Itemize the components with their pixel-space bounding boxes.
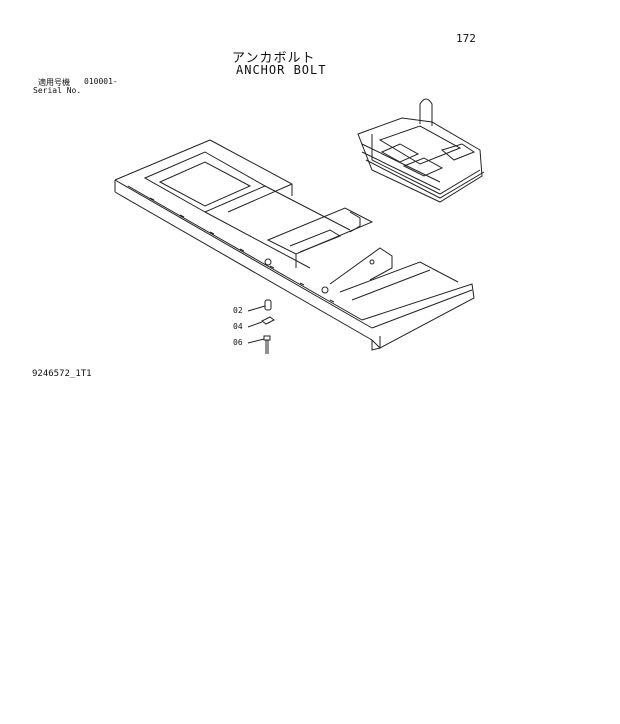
title-english: ANCHOR BOLT — [236, 63, 327, 77]
callout-04: 04 — [233, 322, 243, 331]
part-02 — [247, 299, 272, 312]
drawing-number: 9246572_1T1 — [32, 369, 92, 379]
serial-label-english: Serial No. — [33, 86, 82, 95]
part-06 — [247, 335, 271, 354]
title-japanese: アンカボルト — [232, 51, 316, 66]
callout-02: 02 — [233, 306, 243, 315]
part-04 — [247, 316, 275, 328]
serial-range: 010001- — [84, 77, 118, 86]
base-frame — [114, 139, 475, 351]
callout-06: 06 — [233, 338, 243, 347]
machine-thumbnail — [357, 98, 485, 203]
serial-label-japanese: 適用号機 — [38, 78, 70, 87]
page-number: 172 — [456, 32, 476, 45]
